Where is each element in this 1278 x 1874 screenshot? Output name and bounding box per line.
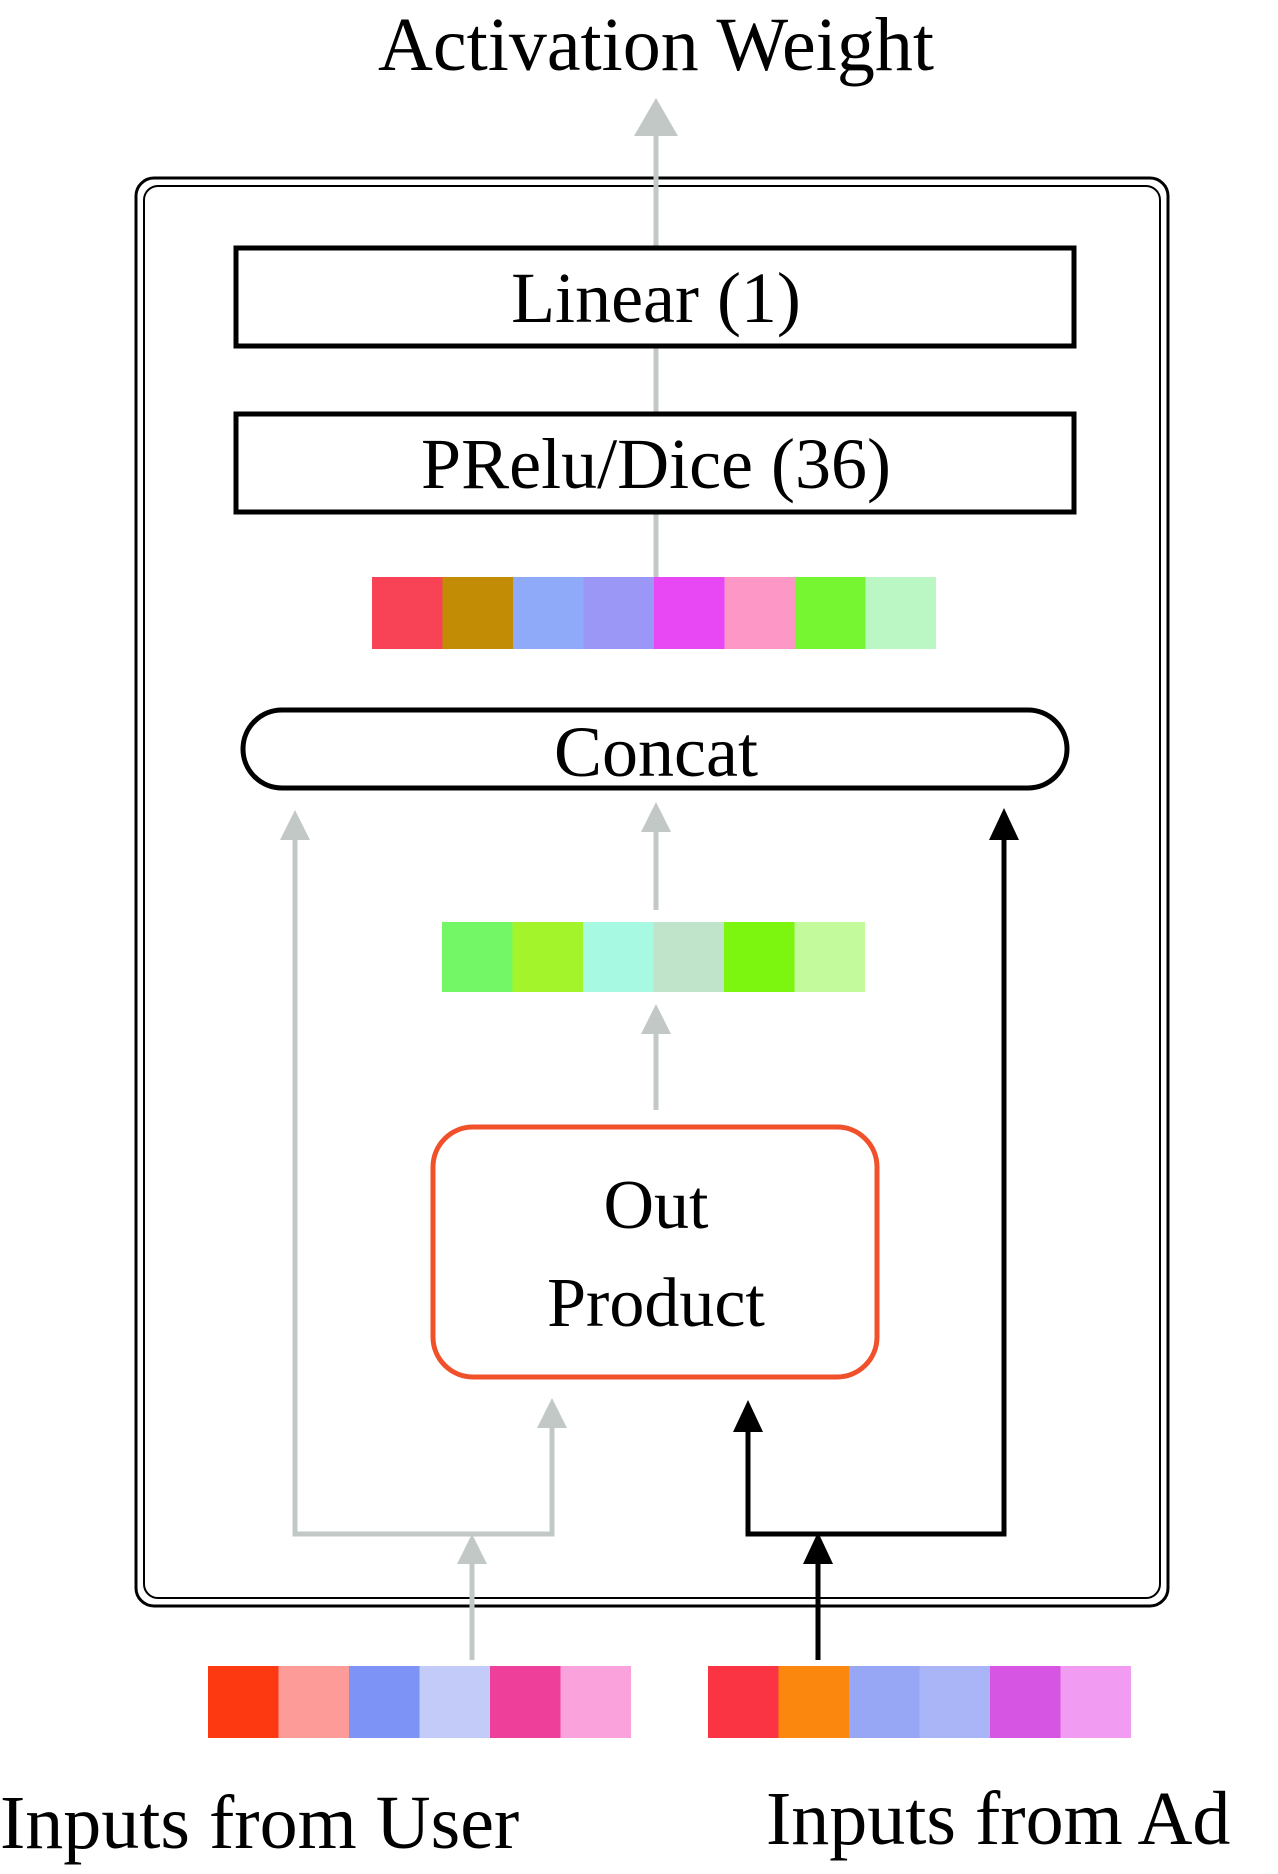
ad-input-vector-cell	[708, 1666, 779, 1738]
arrow-outproduct-to-vector-head	[641, 1004, 671, 1034]
ad-input-route	[745, 830, 1007, 1537]
prelu-dice-layer-box	[233, 411, 1077, 515]
ad-input-vector	[708, 1666, 1131, 1738]
diagram-title: Activation Weight	[378, 3, 934, 87]
concat-output-vector-cell	[442, 577, 513, 649]
concat-output-vector-cell	[583, 577, 654, 649]
ad-input-vector-cell	[990, 1666, 1061, 1738]
ad-input-vector-cell	[778, 1666, 849, 1738]
user-input-vector-cell	[560, 1666, 631, 1738]
concat-output-vector-cell	[724, 577, 795, 649]
linear-layer-label: Linear (1)	[511, 258, 801, 338]
module-inner-frame	[143, 185, 1161, 1599]
linear-layer-box	[233, 245, 1077, 349]
user-input-vector	[208, 1666, 631, 1738]
user-input-vector-cell	[490, 1666, 561, 1738]
ad-to-concat-arrow-head	[989, 808, 1019, 840]
out-product-output-vector-cell	[583, 922, 654, 992]
user-to-outproduct-arrow-head	[537, 1398, 567, 1428]
out-product-output-vector-cell	[442, 922, 513, 992]
concat-output-vector-cell	[372, 577, 443, 649]
concat-output-vector-cell	[865, 577, 936, 649]
out-product-label-line2: Product	[547, 1265, 765, 1342]
concat-output-vector-cell	[795, 577, 866, 649]
concat-output-vector-cell	[654, 577, 725, 649]
ad-input-vector-cell	[1060, 1666, 1131, 1738]
out-product-output-vector	[442, 922, 865, 992]
concat-label: Concat	[554, 712, 758, 792]
arrow-vector-to-concat-head	[641, 802, 671, 832]
ad-input-stem-arrow-head	[803, 1532, 833, 1564]
concat-output-vector-cell	[513, 577, 584, 649]
concat-box	[240, 707, 1070, 791]
ad-input-vector-cell	[849, 1666, 920, 1738]
out-product-output-vector-cell	[512, 922, 583, 992]
user-input-label: Inputs from User	[0, 1781, 519, 1865]
user-to-concat-arrow-head	[280, 810, 310, 840]
out-product-output-vector-cell	[653, 922, 724, 992]
prelu-dice-layer-label: PRelu/Dice (36)	[421, 424, 891, 504]
user-input-stem-arrow-head	[457, 1534, 487, 1564]
ad-input-vector-cell	[919, 1666, 990, 1738]
user-input-vector-cell	[349, 1666, 420, 1738]
module-outer-frame	[134, 176, 1170, 1608]
user-input-vector-cell	[208, 1666, 279, 1738]
user-input-vector-cell	[278, 1666, 349, 1738]
ad-to-outproduct-arrow-head	[733, 1400, 763, 1432]
out-product-label-line1: Out	[604, 1167, 710, 1244]
concat-output-vector	[372, 577, 936, 649]
out-product-output-vector-cell	[794, 922, 865, 992]
out-product-box	[430, 1124, 880, 1380]
ad-input-label: Inputs from Ad	[766, 1777, 1230, 1861]
user-input-route	[292, 832, 555, 1537]
activation-arrow-head	[634, 98, 678, 136]
out-product-output-vector-cell	[724, 922, 795, 992]
user-input-vector-cell	[419, 1666, 490, 1738]
